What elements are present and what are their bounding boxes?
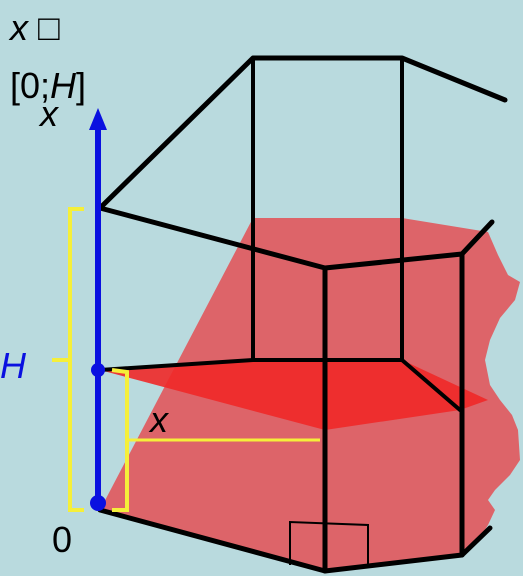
right-angle-marker xyxy=(289,520,369,566)
top-glyph: □ xyxy=(38,7,60,48)
cross-section xyxy=(100,360,488,430)
origin-label: 0 xyxy=(52,519,72,560)
section-label: x xyxy=(148,399,170,440)
interval-label: [0;H] xyxy=(10,65,86,106)
origin-point xyxy=(90,495,106,511)
section-point xyxy=(91,363,105,377)
height-label: H xyxy=(0,345,27,386)
axis-label: x xyxy=(38,93,60,134)
prism-edges xyxy=(97,55,508,574)
top-var-label: x xyxy=(8,7,30,48)
height-brace xyxy=(52,207,84,512)
x-axis-arrow xyxy=(89,108,107,130)
